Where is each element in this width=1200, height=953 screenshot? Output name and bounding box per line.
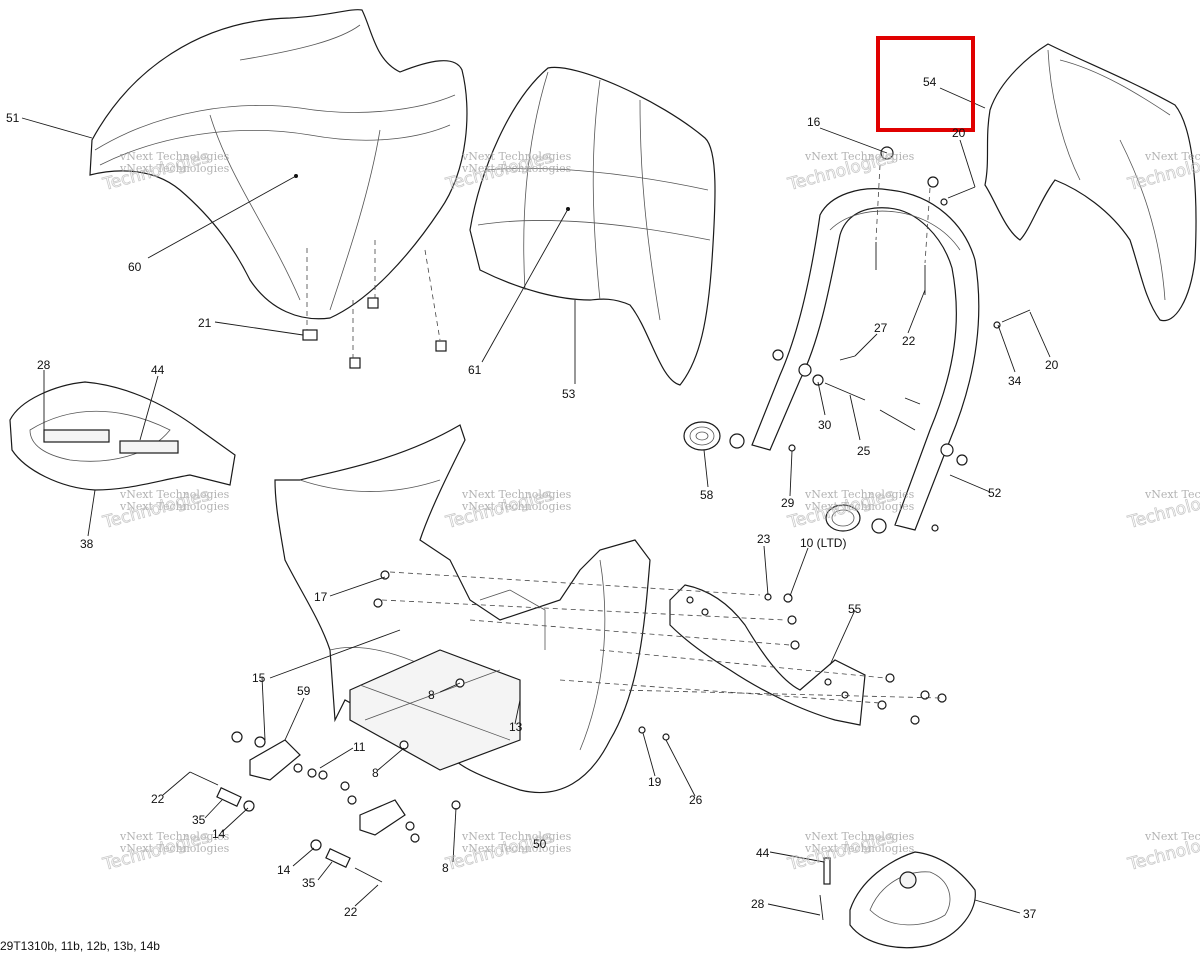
svg-text:vNext Technologies: vNext Technologies [804, 488, 915, 501]
label-14-upper[interactable]: 14 [212, 827, 226, 841]
seat-part-60[interactable] [89, 9, 468, 320]
label-8-center[interactable]: 8 [428, 688, 435, 702]
svg-text:vNext Technologies: vNext Technologies [119, 162, 230, 175]
label-29[interactable]: 29 [781, 496, 795, 510]
label-35-lower[interactable]: 35 [302, 876, 316, 890]
label-8-lower[interactable]: 8 [442, 861, 449, 875]
part-labels: 51 60 21 61 53 54 16 20 22 27 34 20 30 2… [6, 75, 1059, 921]
svg-text:vNext Technologies: vNext Technologies [119, 830, 230, 843]
label-52[interactable]: 52 [988, 486, 1002, 500]
label-22-upper[interactable]: 22 [902, 334, 916, 348]
label-27[interactable]: 27 [874, 321, 888, 335]
svg-text:vNext Technologies: vNext Technologies [804, 150, 915, 163]
label-60[interactable]: 60 [128, 260, 142, 274]
svg-text:vNext Technologies: vNext Technologies [461, 162, 572, 175]
hardware-parts [189, 146, 1031, 921]
label-17[interactable]: 17 [314, 590, 328, 604]
svg-text:vNext Technologies: vNext Technologies [804, 830, 915, 843]
label-28-right[interactable]: 28 [751, 897, 765, 911]
label-38[interactable]: 38 [80, 537, 94, 551]
svg-text:vNext Technologies: vNext Technologies [461, 150, 572, 163]
label-37[interactable]: 37 [1023, 907, 1037, 921]
assembly-dash-lines [306, 164, 941, 704]
label-28-left[interactable]: 28 [37, 358, 51, 372]
label-16[interactable]: 16 [807, 115, 821, 129]
svg-text:vNext Technologies: vNext Technologies [1144, 488, 1200, 501]
label-50[interactable]: 50 [533, 837, 547, 851]
backrest-part-61[interactable] [469, 66, 716, 386]
label-25[interactable]: 25 [857, 444, 871, 458]
label-23[interactable]: 23 [757, 532, 771, 546]
label-51[interactable]: 51 [6, 111, 20, 125]
label-20-upper[interactable]: 20 [952, 126, 966, 140]
label-20-lower[interactable]: 20 [1045, 358, 1059, 372]
label-34[interactable]: 34 [1008, 374, 1022, 388]
label-21[interactable]: 21 [198, 316, 212, 330]
svg-text:vNext Technologies: vNext Technologies [804, 842, 915, 855]
svg-text:vNext Technologies: vNext Technologies [119, 150, 230, 163]
label-30[interactable]: 30 [818, 418, 832, 432]
label-58[interactable]: 58 [700, 488, 714, 502]
grab-handle-part-52[interactable] [751, 188, 980, 531]
document-code: 29T1310b, 11b, 12b, 13b, 14b [0, 939, 160, 953]
label-61[interactable]: 61 [468, 363, 482, 377]
label-15[interactable]: 15 [252, 671, 266, 685]
label-44-right[interactable]: 44 [756, 846, 770, 860]
label-11[interactable]: 11 [353, 740, 366, 754]
label-44-left[interactable]: 44 [151, 363, 165, 377]
right-grab-handle-part-37[interactable] [849, 851, 976, 949]
svg-text:vNext Technologies: vNext Technologies [461, 488, 572, 501]
leader-lines [21, 87, 1051, 916]
label-19[interactable]: 19 [648, 775, 662, 789]
highlight-box-54 [876, 36, 975, 132]
hinge-part-59[interactable] [249, 739, 406, 836]
label-14-lower[interactable]: 14 [277, 863, 291, 877]
svg-text:vNext Technologies: vNext Technologies [1144, 150, 1200, 163]
svg-text:vNext Technologies: vNext Technologies [1144, 830, 1200, 843]
label-59[interactable]: 59 [297, 684, 311, 698]
label-22-left[interactable]: 22 [151, 792, 165, 806]
rear-cover-part-54[interactable] [984, 43, 1197, 322]
label-55[interactable]: 55 [848, 602, 862, 616]
svg-text:vNext Technologies: vNext Technologies [119, 500, 230, 513]
mounting-plate-part-55[interactable] [669, 584, 866, 726]
label-35-upper[interactable]: 35 [192, 813, 206, 827]
label-8-mid[interactable]: 8 [372, 766, 379, 780]
left-grab-handle-part-38[interactable] [9, 381, 236, 491]
frame-bracket-part-50[interactable] [274, 424, 651, 794]
svg-text:vNext Technologies: vNext Technologies [119, 842, 230, 855]
label-54[interactable]: 54 [923, 75, 937, 89]
svg-text:vNext Technologies: vNext Technologies [461, 830, 572, 843]
svg-text:vNext Technologies: vNext Technologies [461, 500, 572, 513]
label-22-lower[interactable]: 22 [344, 905, 358, 919]
label-10-ltd[interactable]: 10 (LTD) [800, 536, 846, 550]
svg-text:vNext Technologies: vNext Technologies [461, 842, 572, 855]
svg-text:vNext Technologies: vNext Technologies [119, 488, 230, 501]
label-53[interactable]: 53 [562, 387, 576, 401]
label-13[interactable]: 13 [509, 720, 523, 734]
label-26[interactable]: 26 [689, 793, 703, 807]
svg-text:vNext Technologies: vNext Technologies [804, 500, 915, 513]
